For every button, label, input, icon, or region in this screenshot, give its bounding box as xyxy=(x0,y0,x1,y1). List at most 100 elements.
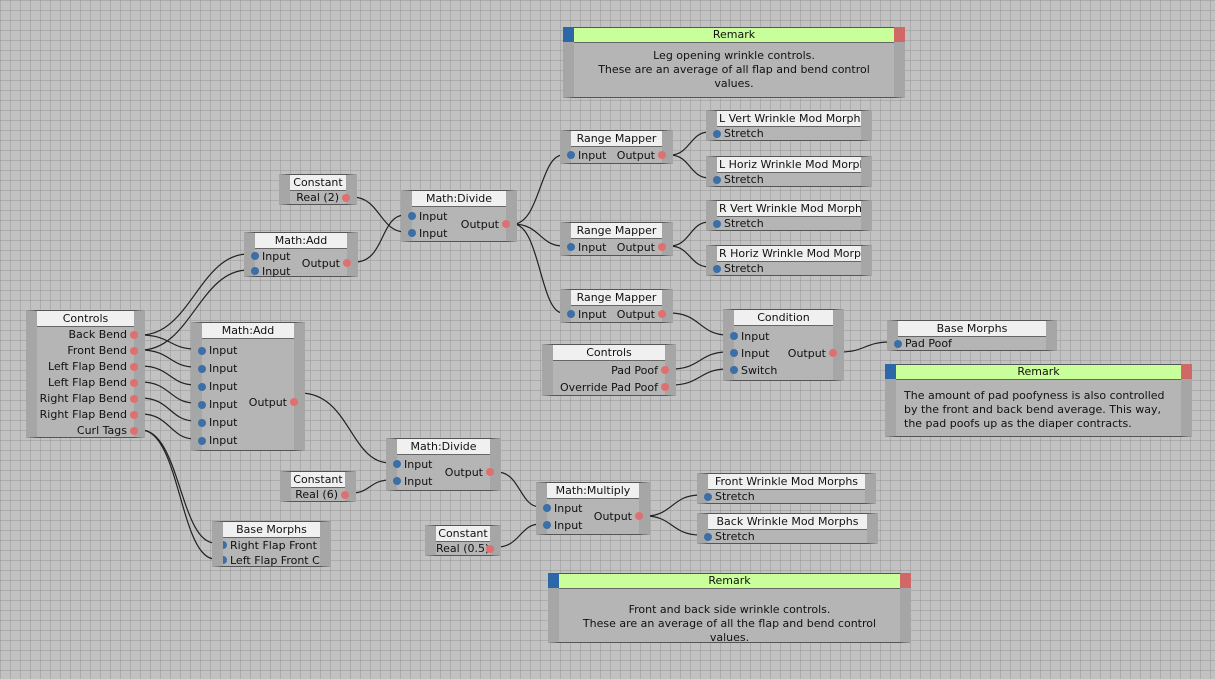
remark-pad-poof[interactable]: Remark The amount of pad poofyness is al… xyxy=(885,364,1192,437)
input-socket[interactable] xyxy=(567,151,575,159)
input-socket[interactable] xyxy=(567,243,575,251)
right-flap-front-curl-input[interactable]: Right Flap Front Curl xyxy=(223,538,320,553)
input-1[interactable]: Input xyxy=(730,328,833,345)
output-socket[interactable] xyxy=(502,220,510,228)
output-socket[interactable] xyxy=(342,194,350,202)
input-socket[interactable] xyxy=(198,437,206,445)
input-2[interactable]: Input xyxy=(393,473,490,490)
output-front-bend[interactable]: Front Bend xyxy=(37,343,138,359)
r-vert-wrinkle-morphs-node[interactable]: R Vert Wrinkle Mod Morphs Stretch xyxy=(706,200,872,231)
switch-input[interactable]: Switch xyxy=(730,362,833,379)
stretch-input[interactable]: Stretch xyxy=(713,262,861,276)
output-right-flap-bend[interactable]: Right Flap Bend xyxy=(37,391,138,407)
input-socket[interactable] xyxy=(730,332,738,340)
output[interactable]: Output xyxy=(249,394,298,411)
input-1[interactable]: Input xyxy=(393,456,490,473)
constant-value-output[interactable]: Real (6) xyxy=(291,488,349,502)
input-6[interactable]: Input xyxy=(198,432,294,450)
math-add-top-node[interactable]: Math:Add Input Input Output xyxy=(244,232,358,279)
output-socket[interactable] xyxy=(486,545,494,553)
math-multiply-node[interactable]: Math:Multiply Input Input Output xyxy=(536,482,650,535)
remark-front-back[interactable]: Remark Front and back side wrinkle contr… xyxy=(548,573,911,644)
input-socket[interactable] xyxy=(393,460,401,468)
base-morphs-pad-node[interactable]: Base Morphs Pad Poof xyxy=(887,320,1057,351)
input-5[interactable]: Input xyxy=(198,414,294,432)
input-socket[interactable] xyxy=(198,347,206,355)
output-socket[interactable] xyxy=(130,363,138,371)
input-socket[interactable] xyxy=(223,556,227,564)
input-socket[interactable] xyxy=(713,220,721,228)
output-socket[interactable] xyxy=(130,331,138,339)
input-1[interactable]: Input xyxy=(408,208,506,225)
input-2[interactable]: Input xyxy=(543,517,639,534)
input-socket[interactable] xyxy=(704,533,712,541)
output-socket[interactable] xyxy=(658,151,666,159)
input-socket[interactable] xyxy=(567,310,575,318)
output[interactable]: Output xyxy=(461,216,510,233)
input-socket[interactable] xyxy=(251,267,259,275)
condition-node[interactable]: Condition Input Input Switch Output xyxy=(723,309,844,381)
output[interactable]: Output xyxy=(445,464,494,481)
output-override-pad-poof[interactable]: Override Pad Poof xyxy=(553,379,669,396)
input-socket[interactable] xyxy=(393,477,401,485)
output-socket[interactable] xyxy=(658,243,666,251)
constant-6-node[interactable]: Constant Real (6) xyxy=(280,471,356,502)
base-morphs-flap-node[interactable]: Base Morphs Right Flap Front Curl Left F… xyxy=(212,521,331,567)
input-socket[interactable] xyxy=(543,521,551,529)
stretch-input[interactable]: Stretch xyxy=(713,127,861,141)
input-1[interactable]: Input xyxy=(251,249,347,264)
input-1[interactable]: Input xyxy=(543,500,639,517)
input-socket[interactable] xyxy=(713,265,721,273)
stretch-input[interactable]: Stretch xyxy=(713,173,861,187)
output-socket[interactable] xyxy=(829,349,837,357)
remark-leg-opening[interactable]: Remark Leg opening wrinkle controls. The… xyxy=(563,27,905,98)
input-socket[interactable] xyxy=(713,176,721,184)
output[interactable]: Output xyxy=(302,256,351,271)
input-socket[interactable] xyxy=(198,383,206,391)
controls-pad-node[interactable]: Controls Pad Poof Override Pad Poof xyxy=(542,344,676,396)
input-socket[interactable] xyxy=(408,229,416,237)
input-socket[interactable] xyxy=(730,349,738,357)
input-socket[interactable] xyxy=(408,212,416,220)
output-left-flap-bend-2[interactable]: Left Flap Bend xyxy=(37,375,138,391)
input-socket[interactable] xyxy=(704,493,712,501)
input-3[interactable]: Input xyxy=(198,378,294,396)
constant-2-node[interactable]: Constant Real (2) xyxy=(279,174,357,205)
front-wrinkle-morphs-node[interactable]: Front Wrinkle Mod Morphs Stretch xyxy=(697,473,876,504)
input-4[interactable]: Input xyxy=(198,396,294,414)
input-socket[interactable] xyxy=(713,130,721,138)
math-divide-bottom-node[interactable]: Math:Divide Input Input Output xyxy=(386,438,501,491)
output-back-bend[interactable]: Back Bend xyxy=(37,327,138,343)
constant-value-output[interactable]: Real (0.5) xyxy=(436,542,494,556)
stretch-input[interactable]: Stretch xyxy=(704,530,867,544)
controls-node[interactable]: Controls Back Bend Front Bend Left Flap … xyxy=(26,310,145,438)
input-socket[interactable] xyxy=(198,365,206,373)
output-curl-tags[interactable]: Curl Tags xyxy=(37,423,138,439)
math-divide-top-node[interactable]: Math:Divide Input Input Output xyxy=(401,190,517,242)
input-1[interactable]: Input xyxy=(198,342,294,360)
output-socket[interactable] xyxy=(130,427,138,435)
left-flap-front-curl-input[interactable]: Left Flap Front Curl xyxy=(223,553,320,568)
input-2[interactable]: Input xyxy=(730,345,833,362)
output-socket[interactable] xyxy=(486,468,494,476)
output[interactable]: Output xyxy=(594,508,643,525)
l-vert-wrinkle-morphs-node[interactable]: L Vert Wrinkle Mod Morphs Stretch xyxy=(706,110,872,141)
input-socket[interactable] xyxy=(730,366,738,374)
output-socket[interactable] xyxy=(130,411,138,419)
output-pad-poof[interactable]: Pad Poof xyxy=(553,362,669,379)
output-socket[interactable] xyxy=(130,395,138,403)
output-socket[interactable] xyxy=(130,347,138,355)
pad-poof-input[interactable]: Pad Poof xyxy=(894,337,1046,351)
output-right-flap-bend-2[interactable]: Right Flap Bend xyxy=(37,407,138,423)
constant-value-output[interactable]: Real (2) xyxy=(290,191,350,205)
output-socket[interactable] xyxy=(661,383,669,391)
input-2[interactable]: Input xyxy=(251,264,347,279)
constant-05-node[interactable]: Constant Real (0.5) xyxy=(425,525,501,556)
stretch-input[interactable]: Stretch xyxy=(713,217,861,231)
input-socket[interactable] xyxy=(198,419,206,427)
